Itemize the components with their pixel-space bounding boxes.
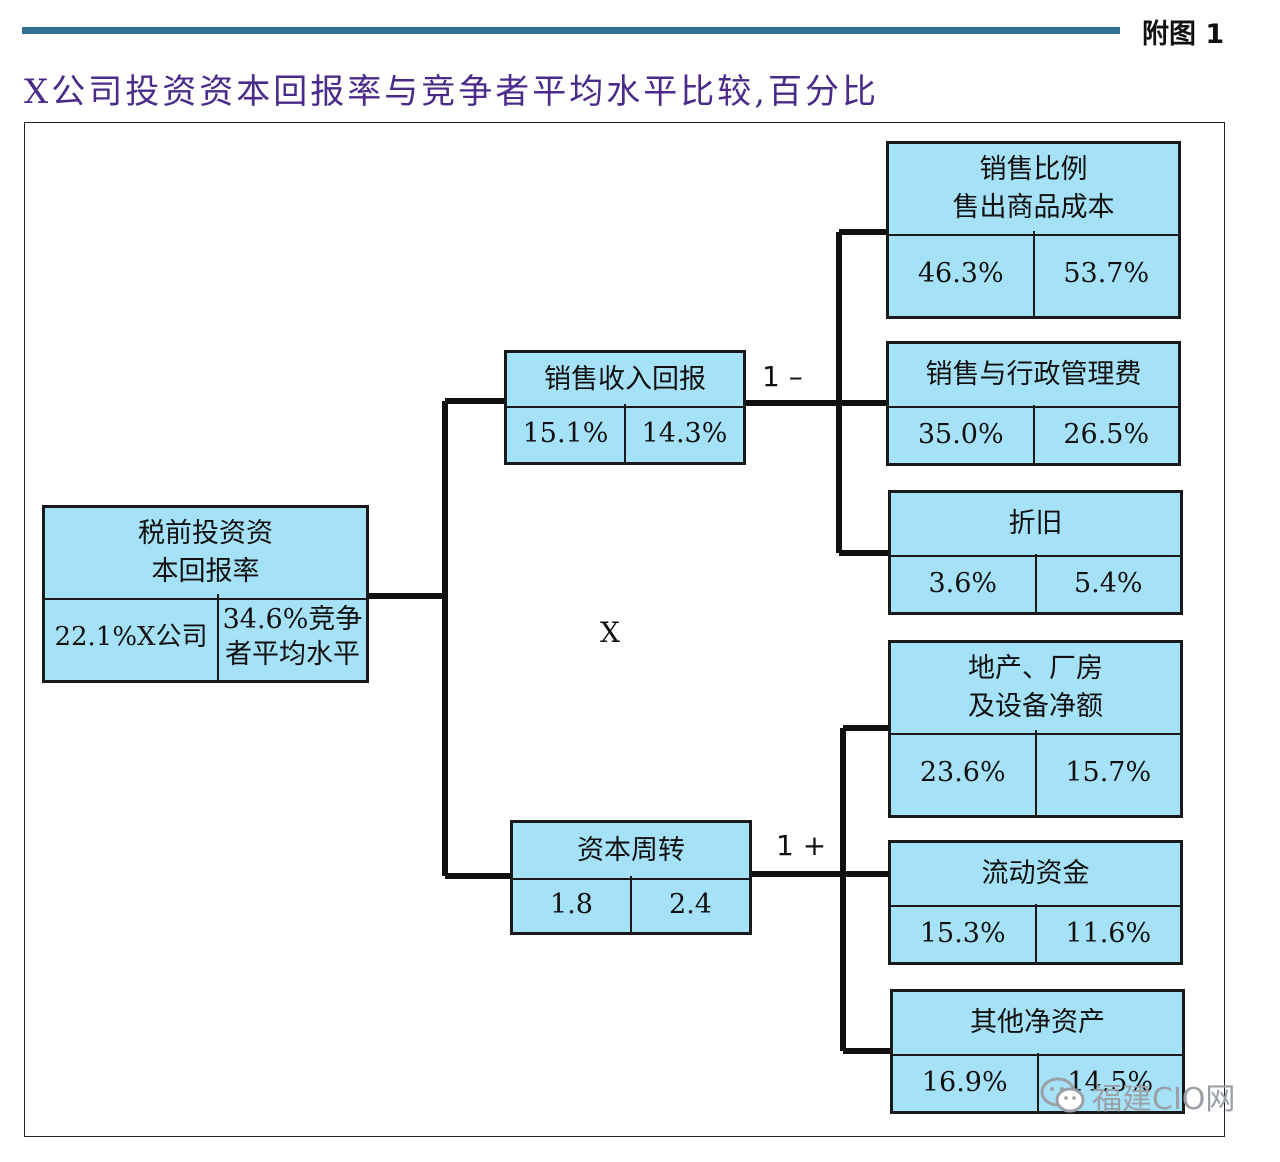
ppe-value-competitor: 15.7%	[1034, 730, 1181, 815]
root-node-title: 税前投资资 本回报率	[45, 508, 366, 600]
capital-turnover-value-competitor: 2.4	[630, 876, 749, 932]
ppe-values: 23.6% 15.7%	[891, 730, 1180, 815]
cogs-title: 销售比例 售出商品成本	[889, 144, 1178, 236]
depreciation-value-company: 3.6%	[928, 567, 998, 599]
other-assets-title: 其他净资产	[893, 992, 1182, 1056]
sga-node: 销售与行政管理费 35.0% 26.5%	[886, 341, 1181, 466]
sga-value-company: 35.0%	[917, 418, 1004, 450]
sga-title: 销售与行政管理费	[889, 344, 1178, 408]
capital-turnover-title: 资本周转	[513, 823, 749, 880]
operator-plus: 1 +	[776, 829, 827, 862]
other-assets-values: 16.9% 14.5%	[893, 1053, 1182, 1111]
working-capital-title: 流动资金	[891, 843, 1180, 907]
operator-minus: 1 –	[762, 360, 803, 393]
ppe-value-company: 23.6%	[919, 757, 1006, 788]
cogs-values: 46.3% 53.7%	[889, 231, 1178, 316]
depreciation-title: 折旧	[891, 493, 1180, 557]
sales-return-values: 15.1% 14.3%	[507, 404, 743, 462]
depreciation-values: 3.6% 5.4%	[891, 554, 1180, 612]
ppe-node: 地产、厂房 及设备净额 23.6% 15.7%	[888, 640, 1183, 818]
root-node-values: 22.1%X公司 34.6%竞争 者平均水平	[45, 594, 366, 680]
cogs-node: 销售比例 售出商品成本 46.3% 53.7%	[886, 141, 1181, 319]
figure-label: 附图 1	[1142, 19, 1225, 50]
depreciation-node: 折旧 3.6% 5.4%	[888, 490, 1183, 615]
watermark-text: 福建CIO网	[1092, 1082, 1236, 1117]
cogs-value-competitor: 53.7%	[1032, 231, 1179, 316]
sales-return-node: 销售收入回报 15.1% 14.3%	[504, 350, 746, 465]
sga-value-competitor: 26.5%	[1032, 405, 1179, 463]
header-rule	[22, 27, 1120, 34]
capital-turnover-value-company: 1.8	[550, 888, 593, 920]
other-assets-value-company: 16.9%	[921, 1066, 1008, 1098]
wechat-icon	[1040, 1077, 1085, 1113]
watermark: 福建CIO网	[1040, 1074, 1235, 1118]
working-capital-value-company: 15.3%	[919, 917, 1006, 949]
depreciation-value-competitor: 5.4%	[1034, 554, 1181, 612]
sales-return-value-company: 15.1%	[522, 417, 609, 449]
other-assets-value-competitor: 14.5%	[1036, 1053, 1183, 1111]
ppe-title: 地产、厂房 及设备净额	[891, 643, 1180, 735]
other-assets-node: 其他净资产 16.9% 14.5%	[890, 989, 1185, 1114]
root-value-competitor: 34.6%竞争 者平均水平	[217, 594, 366, 680]
page-title: X公司投资资本回报率与竞争者平均水平比较,百分比	[24, 72, 880, 112]
sga-values: 35.0% 26.5%	[889, 405, 1178, 463]
multiply-sign: X	[600, 616, 620, 649]
sales-return-value-competitor: 14.3%	[624, 404, 743, 462]
working-capital-value-competitor: 11.6%	[1034, 904, 1181, 962]
root-value-company: 22.1%X公司	[54, 621, 208, 652]
sales-return-title: 销售收入回报	[507, 353, 743, 408]
cogs-value-company: 46.3%	[917, 258, 1004, 289]
working-capital-node: 流动资金 15.3% 11.6%	[888, 840, 1183, 965]
root-node: 税前投资资 本回报率 22.1%X公司 34.6%竞争 者平均水平	[42, 505, 369, 683]
working-capital-values: 15.3% 11.6%	[891, 904, 1180, 962]
capital-turnover-node: 资本周转 1.8 2.4	[510, 820, 752, 935]
diagram-frame	[24, 122, 1225, 1137]
capital-turnover-values: 1.8 2.4	[513, 876, 749, 932]
